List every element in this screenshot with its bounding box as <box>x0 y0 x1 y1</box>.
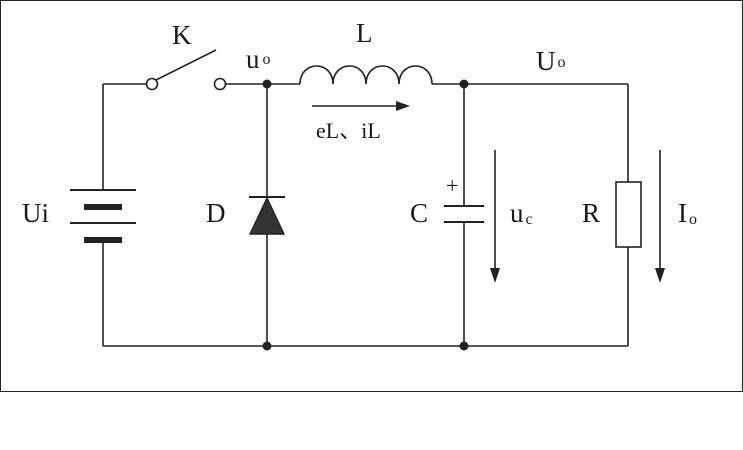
capacitor-voltage-arrow <box>490 150 500 283</box>
label-inductor: L <box>356 18 373 48</box>
wires <box>102 83 629 347</box>
label-capacitor-plus: + <box>446 173 458 198</box>
diode <box>248 196 286 235</box>
label-switch: K <box>172 20 192 50</box>
label-resistor: R <box>582 198 600 228</box>
junction-diode-bottom <box>262 341 272 351</box>
inductor-coil <box>299 65 433 85</box>
label-diode: D <box>206 198 226 228</box>
inductor-current-arrow <box>312 101 410 111</box>
junction-capacitor-bottom <box>459 341 469 351</box>
battery-source <box>70 189 136 243</box>
junction-output-top <box>459 79 469 89</box>
output-current-arrow <box>655 150 665 283</box>
label-capacitor: C <box>410 198 428 228</box>
resistor <box>615 181 642 248</box>
switch-contact-left <box>145 77 159 91</box>
switch-k <box>145 49 227 91</box>
switch-contact-right <box>213 77 227 91</box>
switch-blade <box>155 49 217 81</box>
label-inductor-current: eL、iL <box>316 118 381 143</box>
label-source: Ui <box>22 198 49 228</box>
junction-dots <box>262 79 469 351</box>
junction-switch-node <box>262 79 272 89</box>
capacitor <box>444 205 484 223</box>
